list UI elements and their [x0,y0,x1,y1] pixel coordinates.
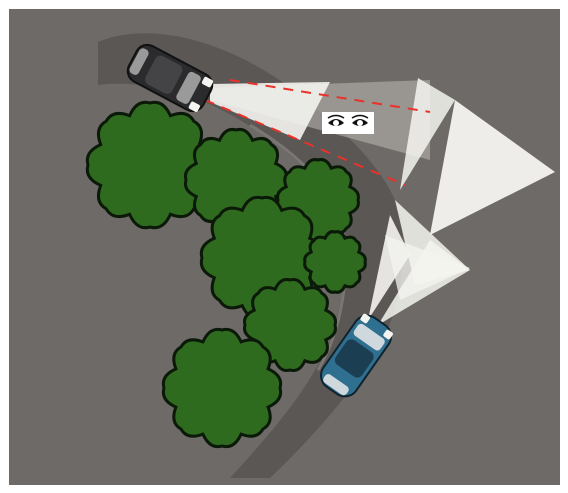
tree-5 [305,232,366,293]
tree-7 [163,329,280,446]
eyes-icon [322,112,374,134]
